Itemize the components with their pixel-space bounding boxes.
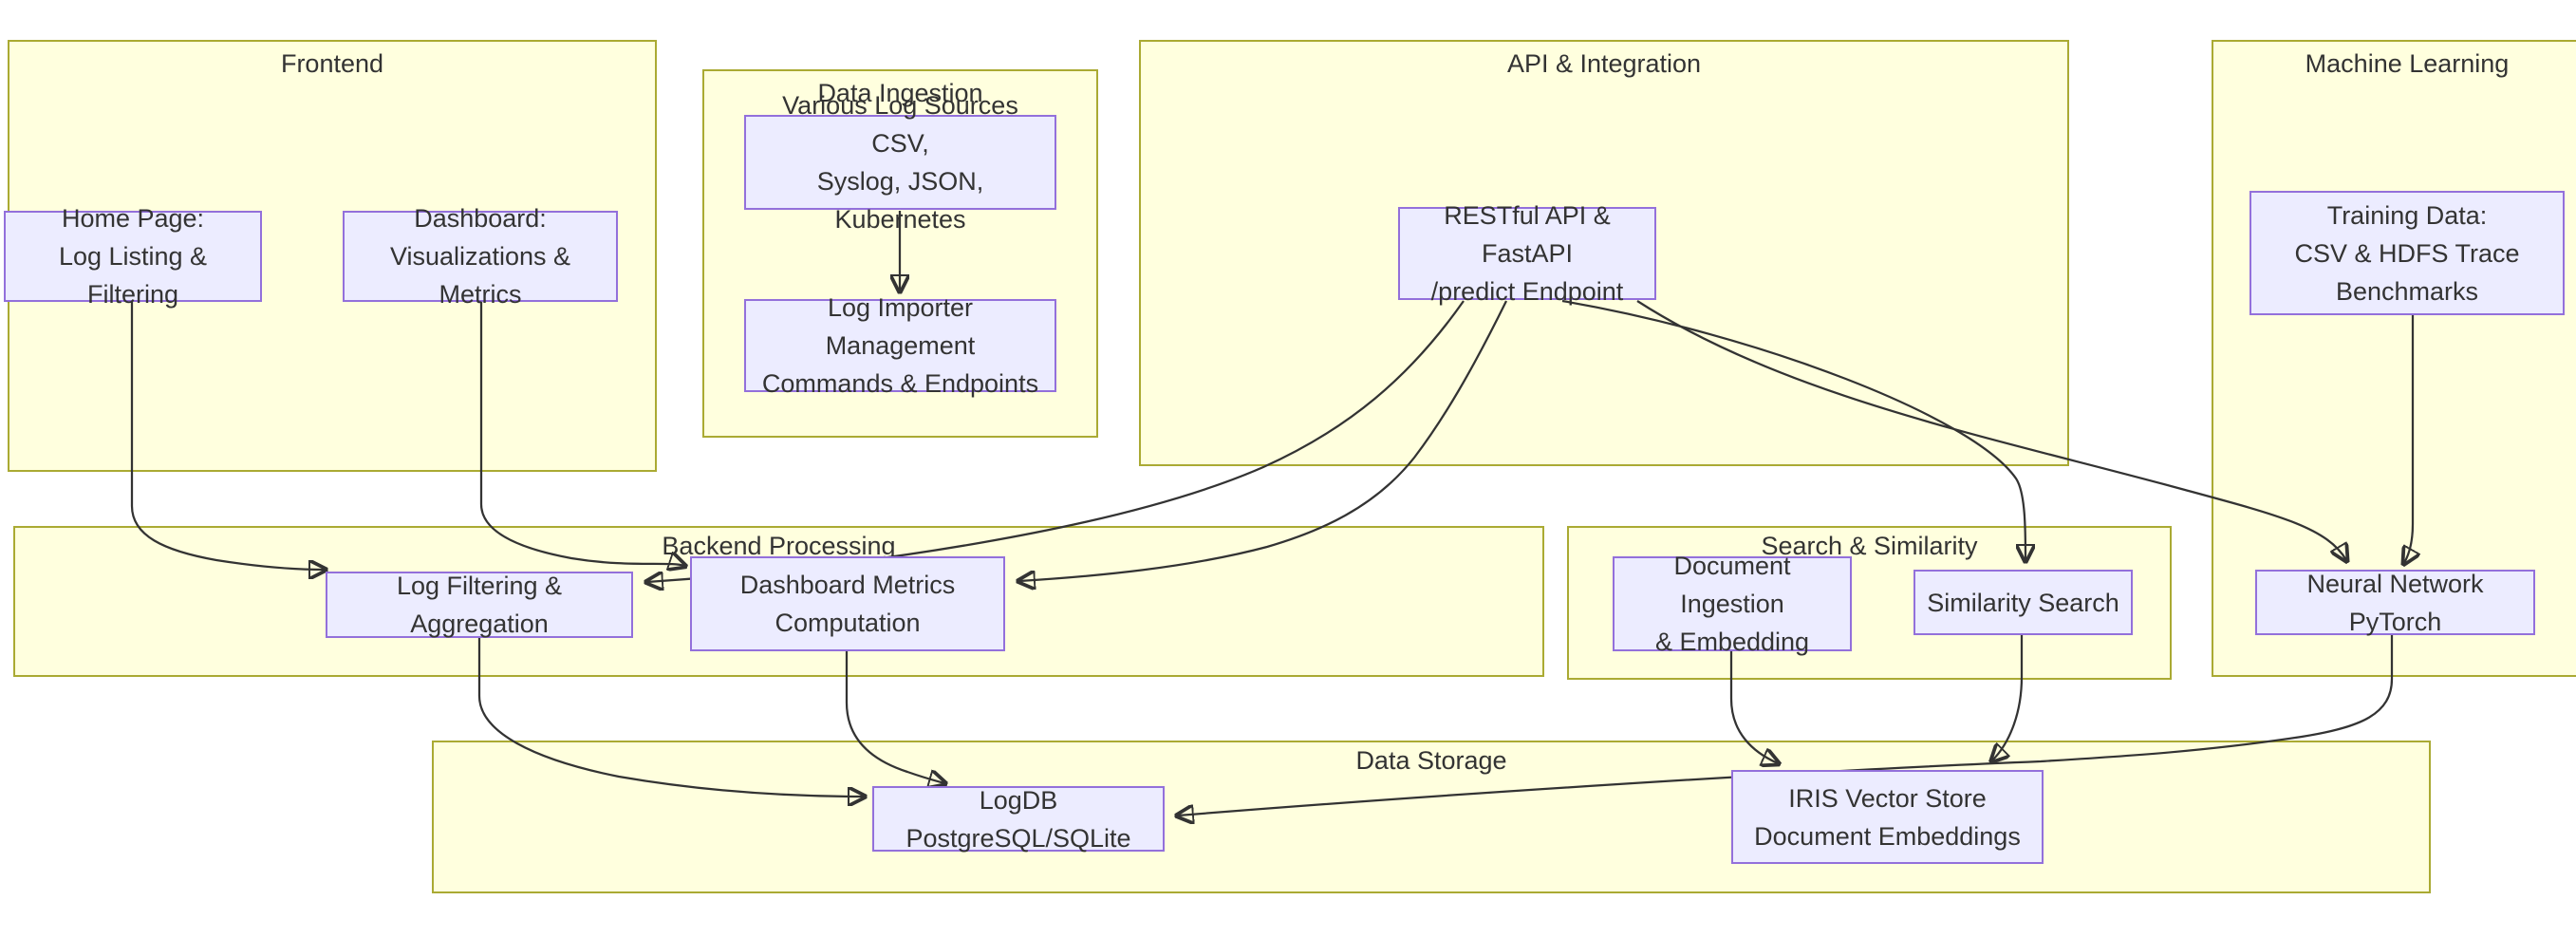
cluster-api-integration-label: API & Integration <box>1506 49 1702 78</box>
node-restful-api-line2: /predict Endpoint <box>1430 277 1624 306</box>
node-similarity-search-line1: Similarity Search <box>1927 588 2119 617</box>
node-doc-ingestion: Document Ingestion & Embedding <box>1613 552 1852 656</box>
node-home-page-line2: Log Listing & Filtering <box>58 242 208 309</box>
edge-trainingdata-to-neuralnetwork <box>2404 315 2413 563</box>
node-dashboard-metrics-line2: Computation <box>775 609 921 637</box>
node-dashboard-line2: Visualizations & Metrics <box>389 242 571 309</box>
edge-neuralnetwork-to-logdb <box>1178 635 2394 816</box>
node-dashboard: Dashboard: Visualizations & Metrics <box>343 204 618 309</box>
edge-homepage-to-logfiltering <box>130 302 325 570</box>
node-training-data-line1: Training Data: <box>2326 200 2488 230</box>
edge-restfulapi-to-neuralnetwork <box>1636 300 2346 560</box>
edge-dashboardmetrics-to-logdb <box>845 651 944 783</box>
node-doc-ingestion-line2: & Embedding <box>1654 628 1810 656</box>
node-log-sources-line1: Various Log Sources CSV, <box>782 91 1018 158</box>
node-iris-line2: Document Embeddings <box>1754 821 2021 851</box>
cluster-data-storage-label: Data Storage <box>1355 746 1507 775</box>
node-logdb-line1: LogDB PostgreSQL/SQLite <box>905 785 1131 853</box>
node-restful-api: RESTful API & FastAPI /predict Endpoint <box>1398 201 1656 306</box>
node-dashboard-metrics: Dashboard Metrics Computation <box>690 556 1005 651</box>
cluster-data-ingestion-label: Data Ingestion <box>817 79 983 107</box>
node-iris: IRIS Vector Store Document Embeddings <box>1731 770 2044 864</box>
edge-restfulapi-to-dashboardmetrics <box>1019 300 1508 581</box>
node-neural-network-line1: Neural Network PyTorch <box>2306 569 2484 636</box>
edge-similarity-to-iris <box>1992 635 2024 760</box>
node-dashboard-line1: Dashboard: <box>414 204 547 233</box>
node-home-page-line1: Home Page: <box>61 204 205 233</box>
node-iris-line1: IRIS Vector Store <box>1788 783 1987 813</box>
node-doc-ingestion-line1: Document Ingestion <box>1673 552 1791 618</box>
node-log-filtering-line1: Log Filtering & Aggregation <box>396 572 563 638</box>
node-log-sources-line2: Syslog, JSON, Kubernetes <box>816 167 984 234</box>
node-log-importer: Log Importer Management Commands & Endpo… <box>744 293 1056 398</box>
cluster-frontend-label: Frontend <box>280 49 384 78</box>
node-log-importer-line1: Log Importer Management <box>825 293 976 360</box>
cluster-machine-learning-label: Machine Learning <box>2305 49 2510 78</box>
node-restful-api-line1: RESTful API & FastAPI <box>1444 201 1611 268</box>
edge-dashboard-to-dashboardmetrics <box>479 302 684 566</box>
node-log-importer-line2: Commands & Endpoints <box>761 369 1039 398</box>
node-log-sources: Various Log Sources CSV, Syslog, JSON, K… <box>744 91 1056 234</box>
edge-docingestion-to-iris <box>1729 651 1778 763</box>
node-similarity-search: Similarity Search <box>1913 570 2133 635</box>
node-logdb: LogDB PostgreSQL/SQLite <box>872 786 1165 853</box>
node-log-filtering: Log Filtering & Aggregation <box>326 572 633 638</box>
cluster-data-storage <box>432 741 2431 893</box>
node-training-data: Training Data: CSV & HDFS Trace Benchmar… <box>2249 191 2565 315</box>
node-home-page: Home Page: Log Listing & Filtering <box>4 204 262 309</box>
cluster-backend-processing-label: Backend Processing <box>662 532 896 560</box>
node-training-data-line3: Benchmarks <box>2335 276 2479 306</box>
node-neural-network: Neural Network PyTorch <box>2255 570 2535 636</box>
node-training-data-line2: CSV & HDFS Trace <box>2294 238 2520 268</box>
cluster-search-similarity-label: Search & Similarity <box>1761 532 1978 560</box>
node-dashboard-metrics-line1: Dashboard Metrics <box>739 571 956 599</box>
edge-logfiltering-to-logdb <box>477 638 864 797</box>
